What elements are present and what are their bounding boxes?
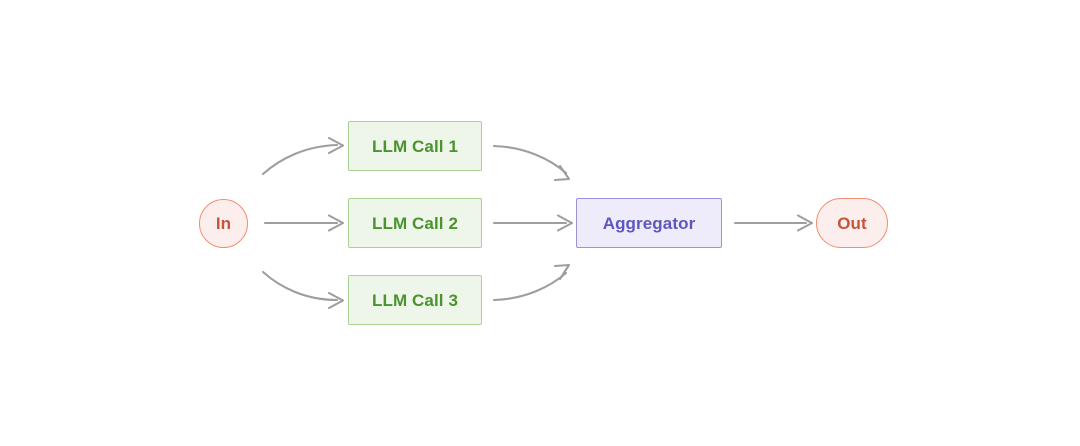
node-in-label: In [215, 214, 232, 233]
node-llm-call-1[interactable]: LLM Call 1 [348, 121, 482, 171]
edge-in-to-llm-call-2 [263, 214, 345, 232]
node-in[interactable]: In [199, 199, 248, 248]
node-aggregator[interactable]: Aggregator [576, 198, 722, 248]
edge-aggregator-to-out [733, 214, 814, 232]
node-llm-call-3[interactable]: LLM Call 3 [348, 275, 482, 325]
node-aggregator-label: Aggregator [602, 213, 696, 233]
edge-in-to-llm-call-3 [261, 270, 345, 310]
edge-llm-call-3-to-aggregator [492, 263, 571, 302]
edge-llm-call-1-to-aggregator [492, 144, 571, 182]
node-llm-call-2-label: LLM Call 2 [371, 213, 458, 233]
node-out-label: Out [837, 213, 867, 233]
node-llm-call-1-label: LLM Call 1 [371, 136, 458, 156]
node-llm-call-3-label: LLM Call 3 [371, 290, 458, 310]
node-llm-call-2[interactable]: LLM Call 2 [348, 198, 482, 248]
edge-llm-call-2-to-aggregator [492, 214, 574, 232]
edge-in-to-llm-call-1 [261, 136, 345, 176]
node-out[interactable]: Out [816, 198, 888, 248]
